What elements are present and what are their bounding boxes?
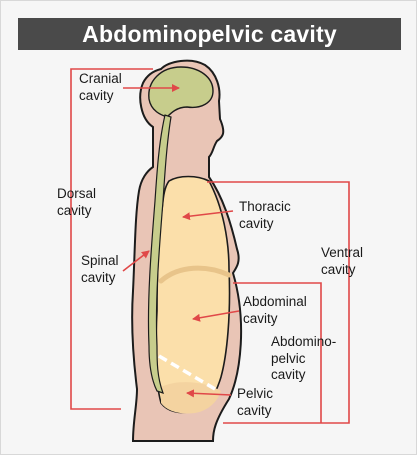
spinal-arrow [122, 250, 150, 272]
spinal-cavity-label: Spinal cavity [81, 253, 122, 285]
pelvic-inlet-dashed-line [158, 354, 216, 391]
diaphragm-line [158, 265, 232, 284]
dorsal-cavity-label: Dorsal cavity [57, 186, 100, 218]
abdominal-arrow [192, 310, 240, 322]
ventral-cavity-shape [155, 175, 231, 414]
abdominopelvic-cavity-label: Abdomino- pelvic cavity [271, 334, 340, 382]
pelvic-cavity-label: Pelvic cavity [237, 386, 277, 418]
thoracic-arrow [182, 210, 234, 221]
page-title: Abdominopelvic cavity [18, 18, 401, 50]
abdominopelvic-bracket [233, 282, 322, 423]
spinal-cavity-shape [147, 114, 172, 394]
pelvic-arrow [186, 389, 232, 398]
thoracic-cavity-label: Thoracic cavity [239, 199, 295, 231]
ventral-bracket [207, 181, 350, 424]
cranial-cavity-label: Cranial cavity [79, 71, 126, 103]
pelvic-region-shape [161, 382, 221, 414]
dorsal-bracket [70, 68, 153, 410]
abdominal-cavity-label: Abdominal cavity [243, 294, 311, 326]
ventral-cavity-label: Ventral cavity [321, 245, 367, 277]
